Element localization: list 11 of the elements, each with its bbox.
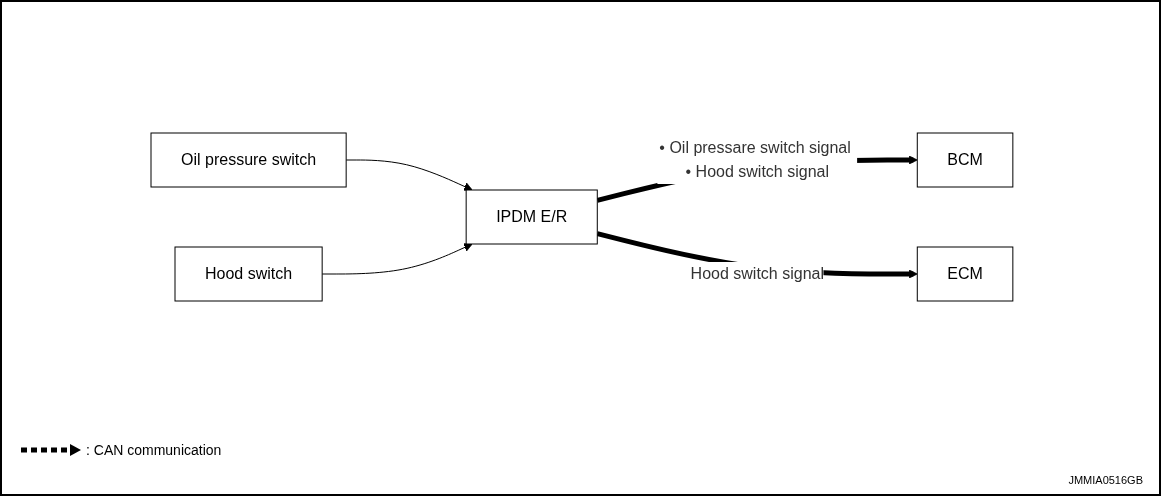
- arrow: [321, 243, 473, 275]
- arrow: [345, 159, 473, 191]
- figure-code: JMMIA0516GB: [1068, 474, 1143, 486]
- node-box: Oil pressure switch: [150, 132, 347, 188]
- edge-label: • Oil pressare switch signal • Hood switch signal: [659, 139, 851, 180]
- node-box: Hood switch: [174, 246, 323, 302]
- node-box: IPDM E/R: [465, 189, 598, 245]
- node-box: BCM: [916, 132, 1014, 188]
- legend-text: : CAN communication: [86, 442, 222, 458]
- node-box: ECM: [916, 246, 1014, 302]
- edge-label: Hood switch signal: [690, 265, 825, 282]
